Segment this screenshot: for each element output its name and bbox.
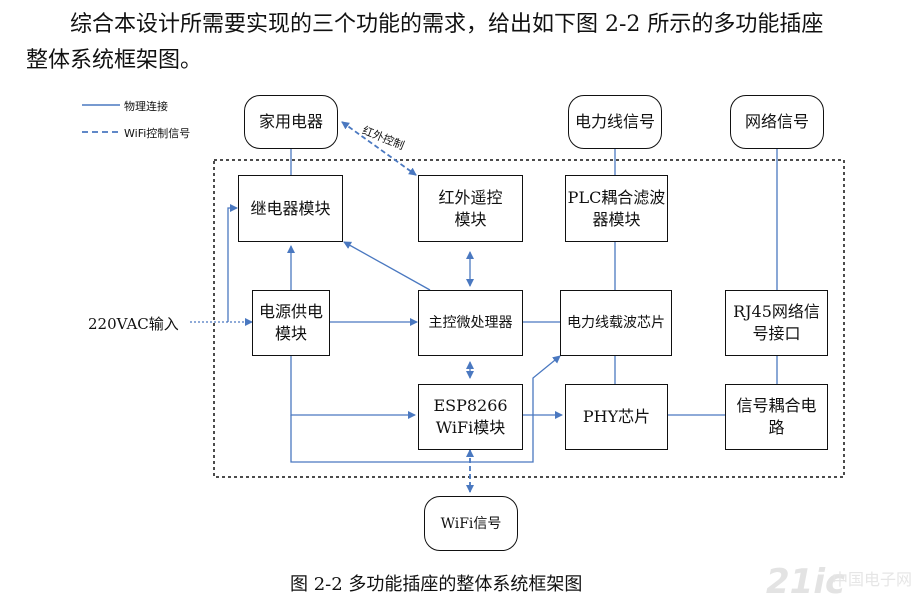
node-esp8266: ESP8266 WiFi模块 [418, 384, 523, 450]
watermark-logo: 21ic [766, 562, 846, 602]
link-mcu-relay [343, 241, 431, 291]
connections [190, 149, 778, 463]
node-network-signal: 网络信号 [730, 95, 824, 149]
intro-paragraph-line2: 整体系统框架图。 [26, 48, 203, 73]
node-rj45: RJ45网络信 号接口 [725, 290, 828, 356]
node-signal-coupling: 信号耦合电 路 [725, 384, 828, 450]
link-ir-appliance [341, 121, 417, 176]
node-plc-chip: 电力线载波芯片 [560, 290, 672, 356]
node-relay: 继电器模块 [238, 175, 343, 242]
link-power-plcchip [290, 355, 561, 463]
node-ir-remote: 红外遥控 模块 [418, 175, 523, 242]
legend-wifi-label: WiFi控制信号 [124, 127, 191, 140]
node-plc-filter: PLC耦合滤波 器模块 [565, 175, 668, 242]
watermark-site: 中国电子网 [832, 570, 913, 589]
link-power-esp [290, 356, 416, 419]
intro-paragraph-line1: 综合本设计所需要实现的三个功能的需求，给出如下图 2-2 所示的多功能插座 [70, 12, 824, 37]
wifi-links [341, 121, 474, 493]
system-boundary [213, 159, 845, 478]
node-wifi-signal: WiFi信号 [424, 496, 518, 551]
legend-physical-label: 物理连接 [124, 100, 168, 113]
figure-caption: 图 2-2 多功能插座的整体系统框架图 [290, 574, 583, 595]
node-appliance: 家用电器 [244, 95, 338, 149]
node-phy: PHY芯片 [565, 384, 668, 450]
node-powerline-signal: 电力线信号 [568, 95, 662, 149]
link-input-relay [227, 204, 238, 322]
node-power-supply: 电源供电 模块 [252, 290, 330, 356]
node-mcu: 主控微处理器 [418, 290, 523, 356]
input-label: 220VAC输入 [88, 315, 179, 333]
